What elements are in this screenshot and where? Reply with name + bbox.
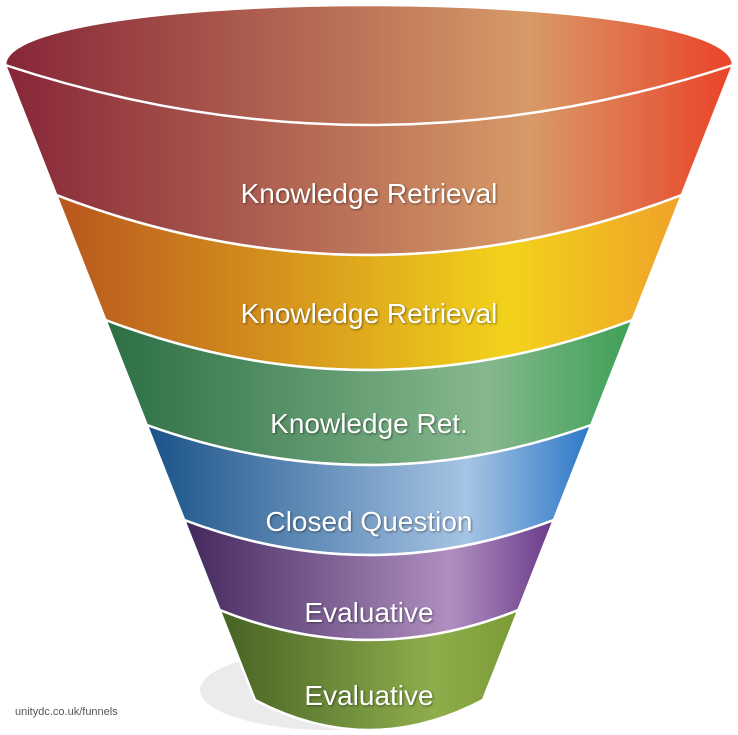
funnel-stage-6 [217, 607, 521, 732]
stage-label-2: Knowledge Retrieval [240, 298, 498, 329]
stage-label-5: Evaluative [304, 597, 434, 628]
stage-label-4: Closed Question [265, 506, 473, 537]
stage-label-6: Evaluative [304, 680, 434, 711]
source-credit: unitydc.co.uk/funnels [15, 706, 118, 718]
stage-label-3: Knowledge Ret. [270, 408, 468, 439]
stage-label-1: Knowledge Retrieval [240, 178, 498, 209]
funnel-rim [4, 63, 734, 127]
